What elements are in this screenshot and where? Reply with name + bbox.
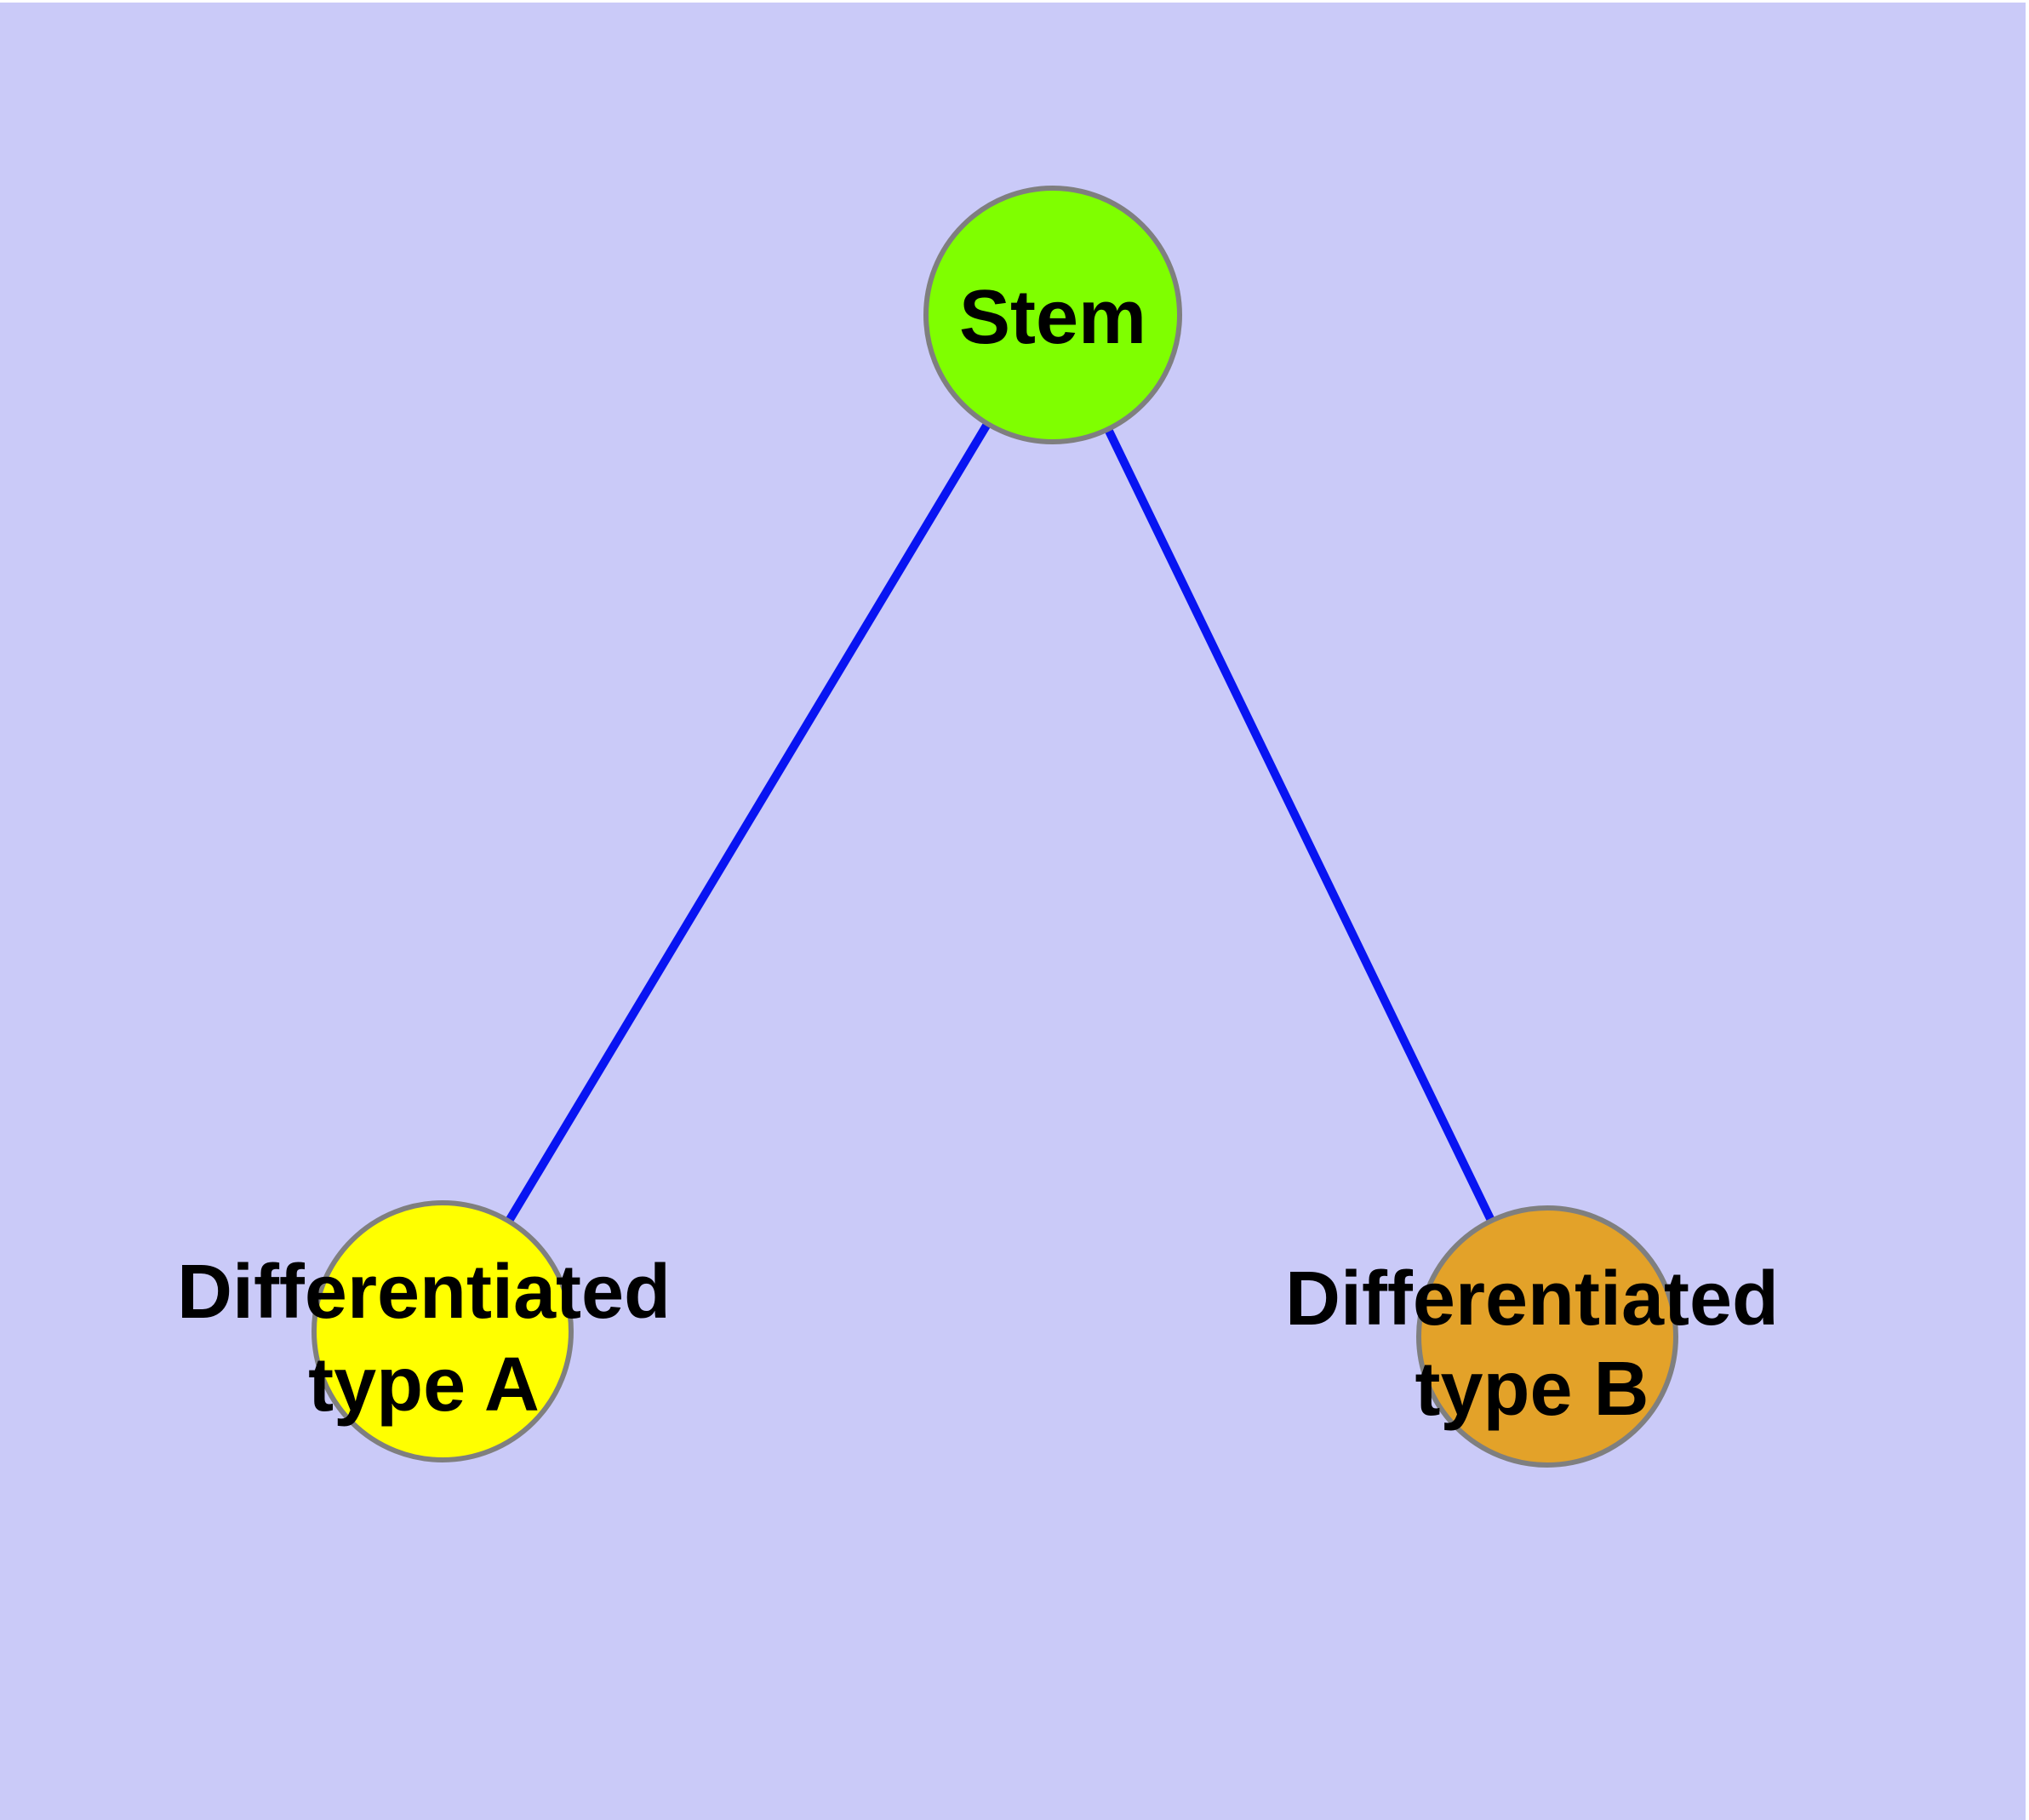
node-type-a-circle	[311, 1200, 574, 1462]
node-stem-circle	[923, 186, 1182, 444]
node-type-a-label-line2: type A	[308, 1342, 540, 1428]
edge-stem-to-type-b	[1049, 312, 1552, 1339]
node-stem-label: Stem	[959, 275, 1146, 360]
node-type-a: Differentiated type A	[177, 1200, 671, 1462]
node-type-b-label-line1: Differentiated	[1285, 1256, 1779, 1342]
edge-stem-to-type-a	[438, 312, 1057, 1334]
node-type-a-label-line1: Differentiated	[177, 1250, 671, 1335]
node-type-b-circle	[1416, 1205, 1678, 1468]
node-stem: Stem	[923, 186, 1182, 444]
node-type-b-label-line2: type B	[1415, 1347, 1649, 1432]
node-type-b: Differentiated type B	[1285, 1205, 1779, 1468]
